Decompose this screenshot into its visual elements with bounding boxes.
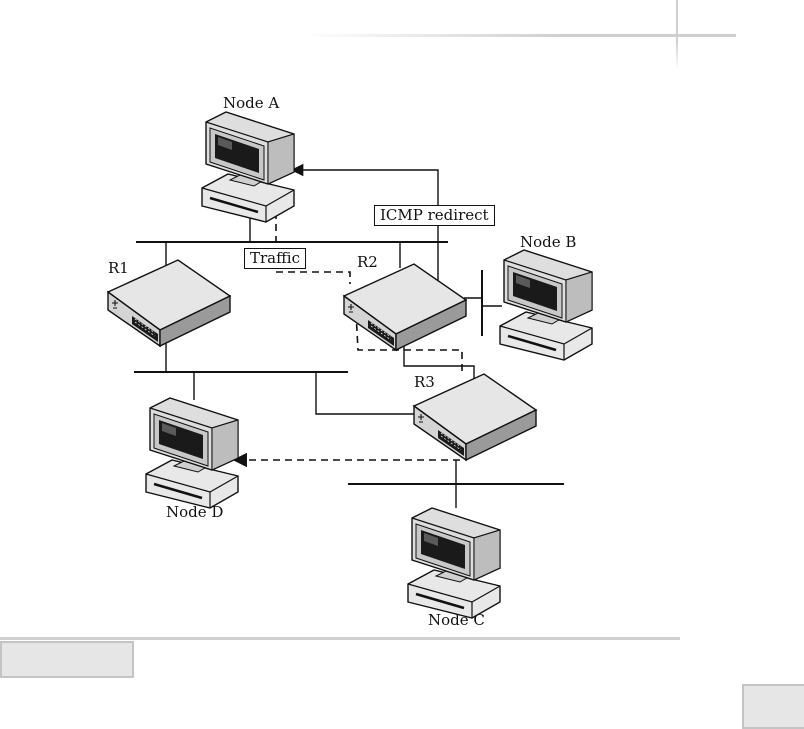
node-d-label: Node D [166,503,223,521]
node-d-computer-icon [146,398,238,508]
router-r1-label: R1 [108,259,129,277]
node-a-label: Node A [223,94,279,112]
node-c-label: Node C [428,611,485,629]
router-r2-label: R2 [357,253,378,271]
node-b-label: Node B [520,233,576,251]
node-a-computer-icon [202,112,294,222]
bottom-rule [0,637,680,640]
traffic-path-r3-d [234,440,464,460]
figure-tab [0,641,134,678]
node-b-computer-icon [500,250,592,360]
icmp-redirect-label: ICMP redirect [374,205,495,226]
page-tab [742,684,804,729]
traffic-label: Traffic [244,248,306,269]
router-r3-label: R3 [414,373,435,391]
node-c-computer-icon [408,508,500,618]
link-mid-r3 [316,372,420,414]
router-r2-icon [344,264,466,350]
